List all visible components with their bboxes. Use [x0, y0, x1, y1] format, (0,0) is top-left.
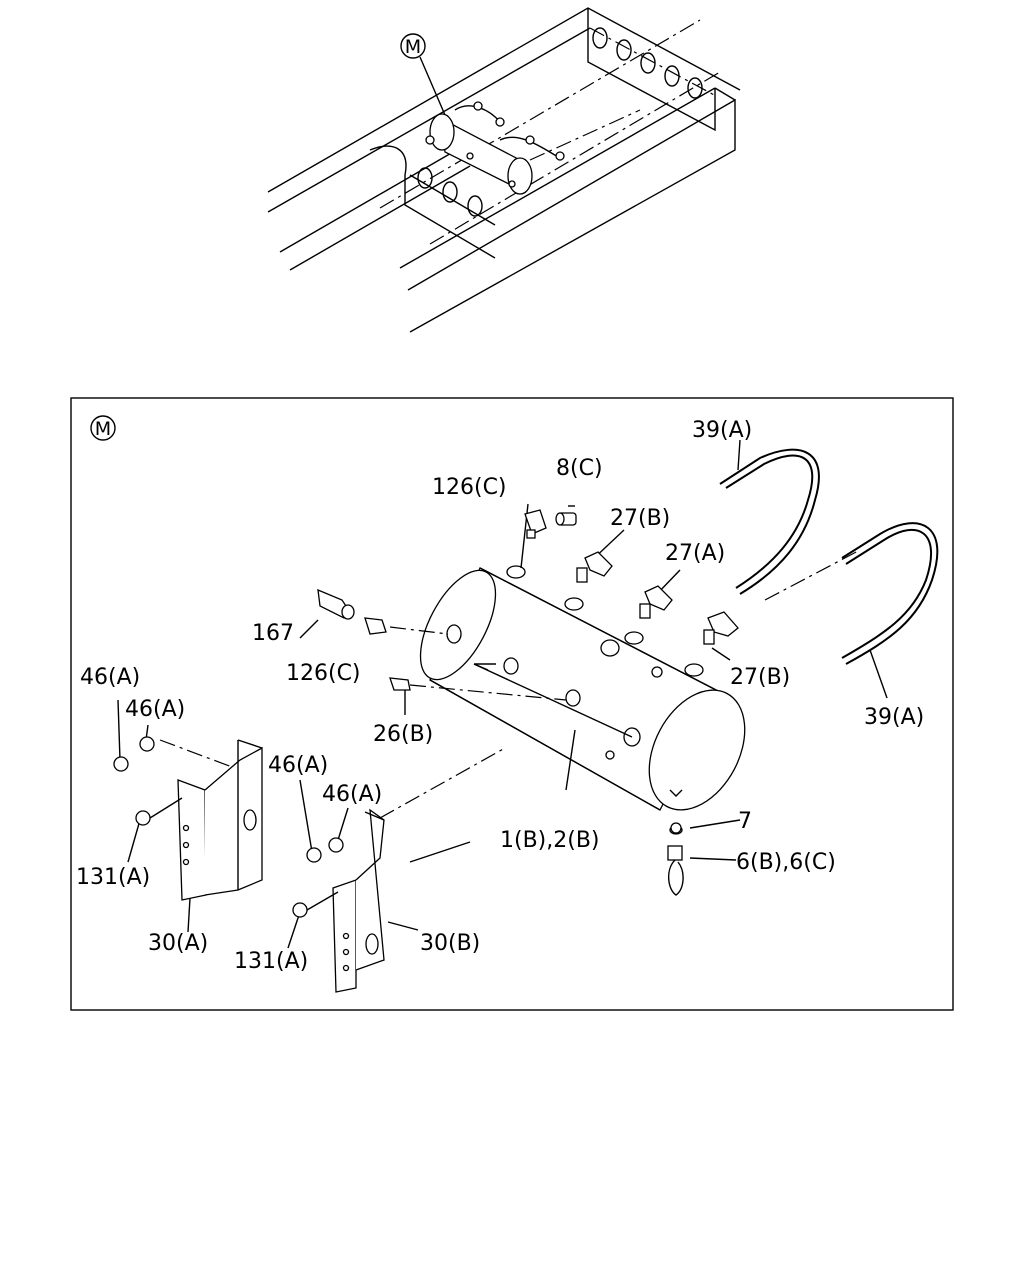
- detail-marker-circle: [90, 415, 116, 441]
- overview-marker: M: [405, 36, 421, 58]
- crossmember-holes: [592, 27, 703, 99]
- detail-marker: M: [95, 418, 111, 440]
- label-46a-4: 46(A): [322, 782, 382, 807]
- inner-crossmember-holes: [417, 167, 483, 217]
- hoses: [719, 448, 939, 665]
- label-7: 7: [738, 809, 752, 834]
- part-labels: 39(A) 8(C) 126(C) 27(B) 27(A) 27(B) 39(A…: [76, 418, 924, 974]
- label-27a: 27(A): [665, 541, 725, 566]
- label-167: 167: [252, 621, 294, 646]
- label-27b-top: 27(B): [610, 506, 670, 531]
- leader-lines: [117, 439, 888, 949]
- label-8c: 8(C): [556, 456, 603, 481]
- label-39a-right: 39(A): [864, 705, 924, 730]
- label-26b: 26(B): [373, 722, 433, 747]
- label-30a: 30(A): [148, 931, 208, 956]
- label-1b-2b: 1(B),2(B): [500, 828, 600, 853]
- label-126c-top: 126(C): [432, 475, 507, 500]
- label-131a-bottom: 131(A): [234, 949, 308, 974]
- detail-frame: [70, 397, 954, 1011]
- chassis-overview: M: [267, 7, 741, 333]
- overview-air-tank: [425, 101, 565, 195]
- air-tank: [419, 565, 746, 811]
- brackets: [113, 736, 682, 993]
- fittings: [317, 509, 739, 896]
- label-46a-2: 46(A): [125, 697, 185, 722]
- overview-marker-circle: [400, 33, 426, 59]
- label-39a-top: 39(A): [692, 418, 752, 443]
- label-126c-left: 126(C): [286, 661, 361, 686]
- label-6b-6c: 6(B),6(C): [736, 850, 836, 875]
- label-27b-right: 27(B): [730, 665, 790, 690]
- label-131a-left: 131(A): [76, 865, 150, 890]
- label-30b: 30(B): [420, 931, 480, 956]
- label-46a-1: 46(A): [80, 665, 140, 690]
- label-46a-3: 46(A): [268, 753, 328, 778]
